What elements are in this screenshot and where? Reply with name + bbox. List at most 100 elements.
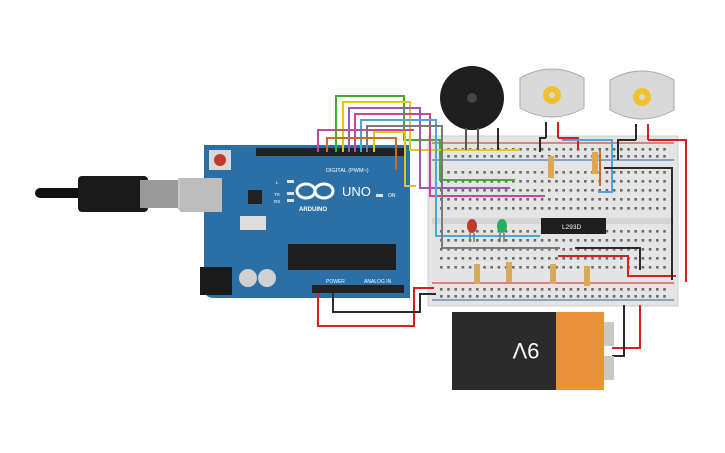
breadboard-hole [440, 257, 443, 260]
breadboard-hole [548, 295, 551, 298]
breadboard-hole [504, 239, 508, 242]
breadboard-hole [605, 148, 609, 151]
breadboard-hole [512, 248, 515, 251]
breadboard-hole [641, 248, 645, 251]
breadboard-hole [562, 295, 565, 298]
reset-button[interactable] [214, 154, 226, 166]
resistors[interactable] [474, 152, 598, 286]
breadboard-hole [634, 295, 637, 298]
breadboard-hole [548, 288, 551, 291]
breadboard-hole [648, 230, 652, 233]
breadboard-hole [641, 295, 645, 298]
breadboard-hole [548, 266, 551, 269]
breadboard-hole [620, 248, 623, 251]
breadboard-hole [591, 257, 594, 260]
breadboard-hole [584, 155, 587, 158]
breadboard-hole [591, 266, 594, 269]
breadboard-hole [454, 155, 457, 158]
breadboard-hole [504, 207, 508, 210]
breadboard-hole [663, 230, 666, 233]
breadboard-hole [490, 248, 493, 251]
breadboard-hole [634, 189, 637, 192]
breadboard-hole [490, 295, 493, 298]
breadboard-hole [490, 189, 493, 192]
atmega-chip [288, 244, 396, 270]
arduino-board[interactable]: UNO ARDUINO DIGITAL (PWM~) POWER ANALOG … [180, 145, 410, 298]
breadboard-hole [663, 288, 666, 291]
breadboard-hole [620, 189, 623, 192]
breadboard-hole [663, 189, 666, 192]
breadboard-hole [584, 189, 587, 192]
breadboard-hole [512, 295, 515, 298]
breadboard-hole [663, 239, 666, 242]
breadboard-hole [454, 171, 457, 174]
breadboard-hole [476, 288, 479, 291]
battery-label: 9V [512, 338, 539, 363]
breadboard-hole [447, 266, 450, 269]
breadboard-hole [627, 239, 630, 242]
breadboard-hole [605, 295, 609, 298]
breadboard-hole [483, 207, 486, 210]
breadboard-hole [598, 148, 601, 151]
breadboard-hole [612, 230, 616, 233]
dc-motor-1[interactable] [519, 68, 585, 138]
arduino-logo [295, 182, 335, 200]
breadboard-hole [620, 230, 623, 233]
l293d-chip[interactable]: L293D [541, 218, 606, 234]
breadboard-hole [468, 248, 472, 251]
breadboard-hole [576, 207, 580, 210]
breadboard-hole [612, 266, 616, 269]
breadboard-hole [548, 248, 551, 251]
breadboard-hole [562, 288, 565, 291]
breadboard-hole [519, 266, 522, 269]
battery-9v[interactable]: 9V [452, 312, 614, 390]
breadboard-hole [641, 230, 645, 233]
breadboard-hole [461, 180, 465, 183]
breadboard-hole [656, 189, 659, 192]
breadboard-hole [641, 239, 645, 242]
breadboard-hole [519, 189, 522, 192]
breadboard-hole [519, 180, 522, 183]
breadboard-hole [497, 239, 501, 242]
breadboard-hole [447, 207, 450, 210]
breadboard-hole [504, 288, 508, 291]
breadboard-hole [548, 207, 551, 210]
breadboard-hole [512, 155, 515, 158]
breadboard-hole [627, 288, 630, 291]
breadboard-hole [533, 230, 537, 233]
breadboard-hole [468, 189, 472, 192]
breadboard-hole [569, 189, 573, 192]
led-green[interactable] [497, 219, 507, 242]
breadboard-hole [447, 171, 450, 174]
breadboard-hole [483, 266, 486, 269]
breadboard-hole [663, 266, 666, 269]
breadboard-hole [555, 257, 558, 260]
breadboard-hole [447, 155, 450, 158]
piezo-buzzer[interactable] [440, 66, 504, 150]
breadboard-hole [656, 248, 659, 251]
breadboard-hole [440, 288, 443, 291]
digital-header [256, 148, 404, 156]
breadboard-hole [519, 288, 522, 291]
breadboard-hole [526, 266, 529, 269]
breadboard-hole [533, 288, 537, 291]
breadboard-hole [648, 266, 652, 269]
power-wires[interactable] [317, 287, 641, 357]
breadboard-hole [576, 198, 580, 201]
dc-motor-2[interactable] [609, 70, 675, 140]
breadboard-hole [648, 295, 652, 298]
breadboard-hole [454, 180, 457, 183]
breadboard-hole [490, 239, 493, 242]
breadboard-hole [533, 266, 537, 269]
breadboard-hole [504, 198, 508, 201]
breadboard-hole [656, 295, 659, 298]
breadboard-hole [540, 257, 544, 260]
breadboard-hole [591, 295, 594, 298]
breadboard-hole [605, 180, 609, 183]
motor-wires[interactable] [497, 128, 687, 282]
breadboard-hole [605, 198, 609, 201]
breadboard-hole [461, 171, 465, 174]
led-red[interactable] [467, 219, 477, 242]
breadboard-hole [490, 266, 493, 269]
breadboard-hole [620, 295, 623, 298]
